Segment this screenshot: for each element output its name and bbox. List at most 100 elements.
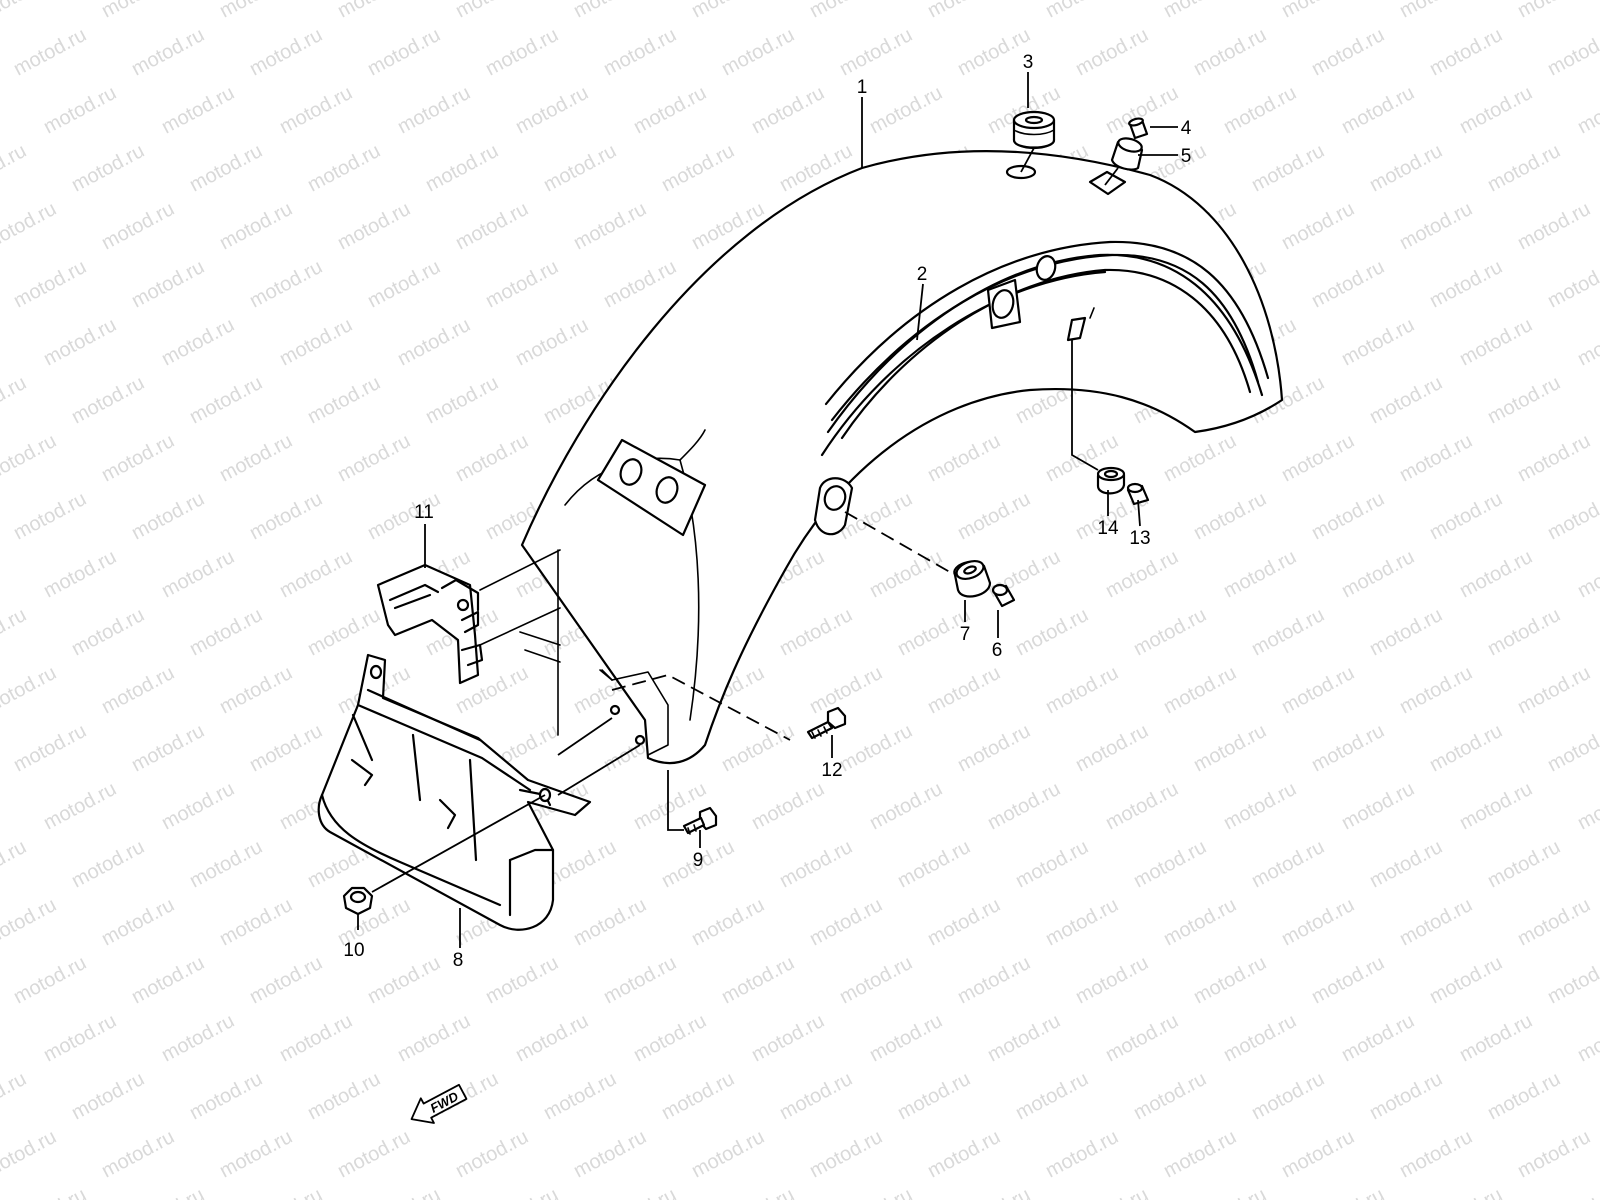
watermark-text: motod.ru: [128, 24, 208, 80]
watermark-text: motod.ru: [1514, 662, 1594, 718]
watermark-text: motod.ru: [422, 140, 502, 196]
watermark-text: motod.ru: [1338, 1010, 1418, 1066]
callout-1: 1: [857, 77, 868, 98]
leader-lines: [357, 72, 1178, 948]
watermark-text: motod.ru: [540, 140, 620, 196]
watermark-text: motod.ru: [688, 1126, 768, 1182]
watermark-text: motod.ru: [1278, 198, 1358, 254]
watermark-text: motod.ru: [600, 952, 680, 1008]
watermark-text: motod.ru: [1072, 720, 1152, 776]
watermark-text: motod.ru: [1338, 314, 1418, 370]
watermark-text: motod.ru: [216, 1126, 296, 1182]
watermark-text: motod.ru: [1456, 778, 1536, 834]
collar-6: [991, 583, 1016, 608]
watermark-text: motod.ru: [1190, 488, 1270, 544]
watermark-text: motod.ru: [1278, 430, 1358, 486]
watermark-text: motod.ru: [866, 82, 946, 138]
watermark-text: motod.ru: [364, 1184, 444, 1200]
watermark-text: motod.ru: [246, 488, 326, 544]
watermark-text: motod.ru: [1220, 546, 1300, 602]
watermark-text: motod.ru: [1308, 952, 1388, 1008]
watermark-text: motod.ru: [1248, 1068, 1328, 1124]
watermark-text: motod.ru: [0, 1068, 30, 1124]
watermark-text: motod.ru: [1012, 836, 1092, 892]
watermark-text: motod.ru: [1574, 314, 1600, 370]
watermark-text: motod.ru: [658, 1068, 738, 1124]
watermark-text: motod.ru: [1012, 604, 1092, 660]
watermark-text: motod.ru: [1366, 372, 1446, 428]
watermark-text: motod.ru: [0, 430, 60, 486]
watermark-text: motod.ru: [924, 894, 1004, 950]
watermark-text: motod.ru: [1574, 1010, 1600, 1066]
watermark-text: motod.ru: [482, 24, 562, 80]
watermark-text: motod.ru: [1396, 1126, 1476, 1182]
watermark-text: motod.ru: [1220, 778, 1300, 834]
watermark-text: motod.ru: [10, 24, 90, 80]
watermark-text: motod.ru: [98, 198, 178, 254]
watermark-text: motod.ru: [836, 952, 916, 1008]
watermark-text: motod.ru: [128, 488, 208, 544]
watermark-text: motod.ru: [1190, 1184, 1270, 1200]
watermark-text: motod.ru: [866, 546, 946, 602]
watermark-text: motod.ru: [68, 604, 148, 660]
watermark-text: motod.ru: [68, 372, 148, 428]
watermark-text: motod.ru: [1514, 0, 1594, 22]
nut-10: [342, 794, 546, 916]
watermark-text: motod.ru: [894, 1068, 974, 1124]
watermark-text: motod.ru: [806, 894, 886, 950]
watermark-text: motod.ru: [748, 1010, 828, 1066]
watermark-text: motod.ru: [570, 894, 650, 950]
watermark-text: motod.ru: [98, 662, 178, 718]
watermark-text: motod.ru: [806, 0, 886, 22]
watermark-text: motod.ru: [0, 604, 30, 660]
collar-13: [1126, 482, 1150, 506]
watermark-text: motod.ru: [158, 314, 238, 370]
watermark-text: motod.ru: [630, 1010, 710, 1066]
watermark-text: motod.ru: [658, 140, 738, 196]
watermark-text: motod.ru: [276, 1010, 356, 1066]
watermark-text: motod.ru: [1514, 894, 1594, 950]
watermark-text: motod.ru: [718, 1184, 798, 1200]
watermark-text: motod.ru: [540, 1068, 620, 1124]
watermark-text: motod.ru: [1130, 604, 1210, 660]
watermark-text: motod.ru: [1426, 256, 1506, 312]
holder-8: [317, 653, 641, 931]
watermark-text: motod.ru: [1102, 546, 1182, 602]
watermark-text: motod.ru: [1456, 82, 1536, 138]
watermark-text: motod.ru: [1248, 140, 1328, 196]
watermark-text: motod.ru: [128, 1184, 208, 1200]
watermark-text: motod.ru: [1160, 430, 1240, 486]
watermark-text: motod.ru: [216, 198, 296, 254]
watermark-text: motod.ru: [216, 662, 296, 718]
watermark-text: motod.ru: [0, 314, 2, 370]
watermark-text: motod.ru: [954, 1184, 1034, 1200]
watermark-text: motod.ru: [1042, 1126, 1122, 1182]
watermark-text: motod.ru: [1278, 0, 1358, 22]
watermark-text: motod.ru: [718, 952, 798, 1008]
watermark-text: motod.ru: [1574, 778, 1600, 834]
watermark-text: motod.ru: [984, 1010, 1064, 1066]
watermark-text: motod.ru: [1544, 24, 1600, 80]
watermark-text: motod.ru: [246, 256, 326, 312]
watermark-text: motod.ru: [304, 1068, 384, 1124]
callout-7: 7: [960, 624, 971, 645]
watermark-text: motod.ru: [334, 430, 414, 486]
watermark-text: motod.ru: [0, 778, 2, 834]
watermark-text: motod.ru: [1102, 1010, 1182, 1066]
watermark-text: motod.ru: [1278, 662, 1358, 718]
watermark-text: motod.ru: [570, 1126, 650, 1182]
watermark-text: motod.ru: [364, 256, 444, 312]
watermark-text: motod.ru: [1278, 894, 1358, 950]
watermark-text: motod.ru: [1484, 1068, 1564, 1124]
watermark-text: motod.ru: [512, 82, 592, 138]
watermark-text: motod.ru: [1514, 430, 1594, 486]
watermark-text: motod.ru: [1338, 778, 1418, 834]
watermark-text: motod.ru: [954, 488, 1034, 544]
grommet-14: [1096, 466, 1126, 495]
watermark-text: motod.ru: [10, 720, 90, 776]
watermark-text: motod.ru: [1544, 720, 1600, 776]
watermark-text: motod.ru: [158, 82, 238, 138]
watermark-text: motod.ru: [1366, 836, 1446, 892]
watermark-text: motod.ru: [186, 836, 266, 892]
watermark-text: motod.ru: [1248, 836, 1328, 892]
